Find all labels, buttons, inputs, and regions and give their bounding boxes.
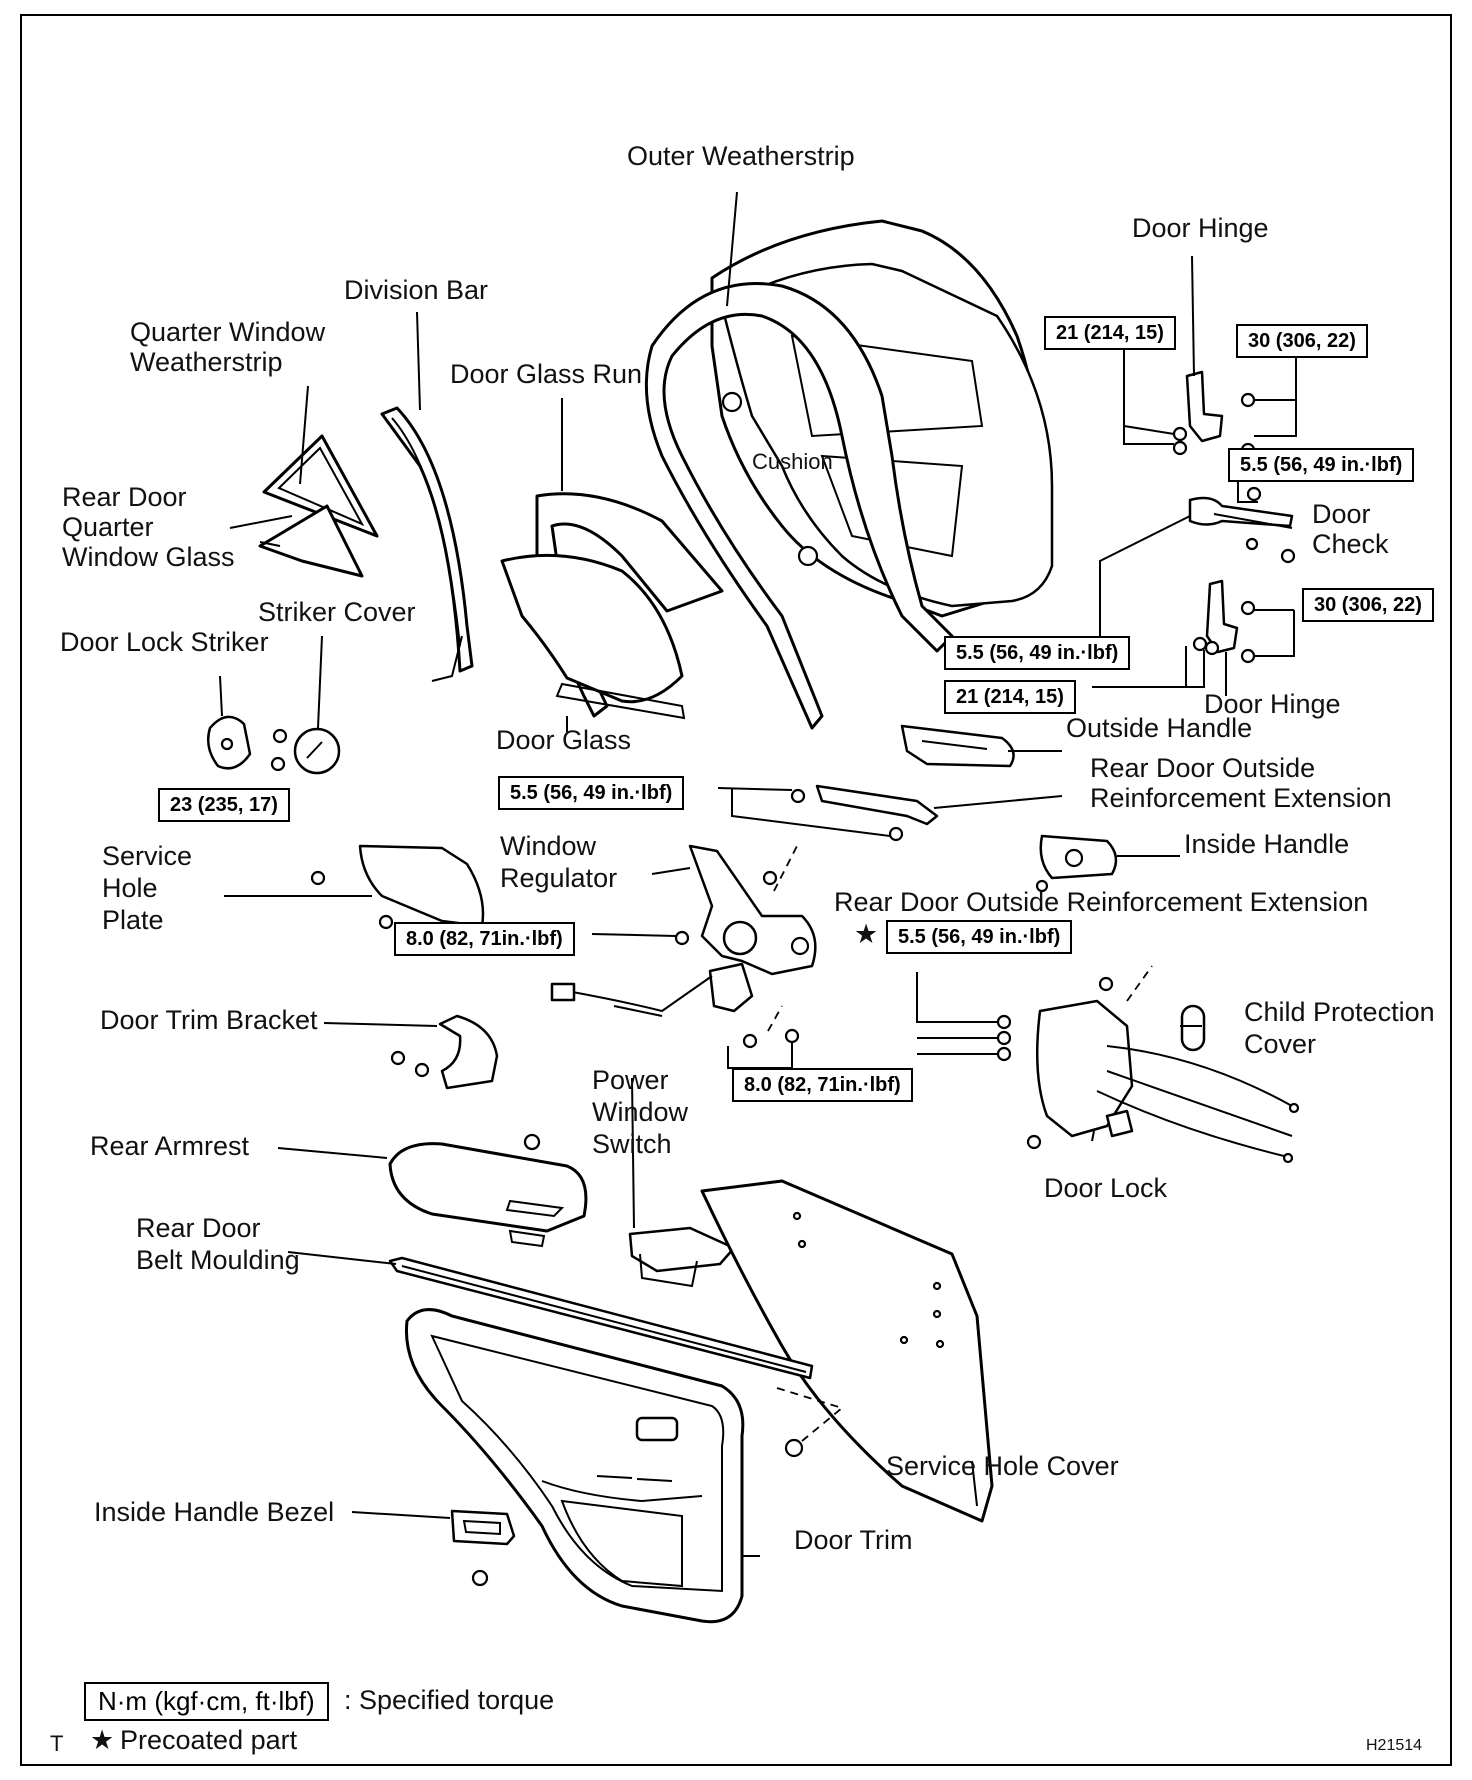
torque-box-striker: 23 (235, 17): [158, 788, 290, 822]
torque-box-hinge-top-right: 30 (306, 22): [1236, 324, 1368, 358]
label-door-trim-bracket: Door Trim Bracket: [100, 1005, 318, 1035]
label-window-regulator-2: Regulator: [500, 863, 618, 893]
label-power-window-switch-2: Window: [592, 1097, 689, 1127]
label-reinforcement-ext-1: Rear Door Outside: [1090, 753, 1316, 783]
weatherstrip-loop: [644, 282, 954, 730]
label-striker-cover: Striker Cover: [258, 597, 416, 627]
label-reinforcement-ext-2: Reinforcement Extension: [1090, 783, 1392, 813]
torque-box-hinge-bottom-left: 21 (214, 15): [944, 680, 1076, 714]
legend-precoated: Precoated part: [120, 1725, 298, 1755]
label-division-bar: Division Bar: [344, 275, 489, 305]
torque-box-hinge-bottom-right: 30 (306, 22): [1302, 588, 1434, 622]
label-reinforcement-ext-full: Rear Door Outside Reinforcement Extensio…: [834, 887, 1369, 917]
label-door-lock: Door Lock: [1044, 1173, 1168, 1203]
label-child-protection-cover-1: Child Protection: [1244, 997, 1435, 1027]
label-belt-moulding-2: Belt Moulding: [136, 1245, 300, 1275]
cushion-upper: [721, 391, 743, 413]
legend-torque-unit-box: N·m (kgf·cm, ft·lbf): [84, 1682, 329, 1721]
label-outside-handle: Outside Handle: [1066, 713, 1253, 743]
torque-box-hinge-top-left: 21 (214, 15): [1044, 316, 1176, 350]
label-inside-handle: Inside Handle: [1184, 829, 1350, 859]
label-door-hinge-bottom: Door Hinge: [1204, 689, 1341, 719]
label-rear-armrest: Rear Armrest: [90, 1131, 250, 1161]
label-door-lock-striker: Door Lock Striker: [60, 627, 269, 657]
torque-box-door-check-upper: 5.5 (56, 49 in.·lbf): [1228, 448, 1415, 482]
precoated-star-icon: ★: [854, 919, 879, 949]
door-check: [1188, 496, 1294, 528]
door-trim: [404, 1308, 745, 1624]
torque-box-regulator-lower: 8.0 (82, 71in.·lbf): [732, 1068, 913, 1102]
striker-cover: [293, 727, 341, 775]
torque-box-regulator-upper: 8.0 (82, 71in.·lbf): [394, 922, 575, 956]
legend-star-icon: ★: [90, 1725, 115, 1755]
door-lock-connector: [1105, 1109, 1134, 1138]
label-service-hole-cover: Service Hole Cover: [886, 1451, 1119, 1481]
torque-box-reinforcement-ext: 5.5 (56, 49 in.·lbf): [498, 776, 685, 810]
quarter-window-glass: [258, 504, 364, 578]
label-cushion: Cushion: [752, 449, 833, 474]
label-outer-weatherstrip: Outer Weatherstrip: [627, 141, 855, 171]
figure-id: H21514: [1366, 1737, 1423, 1754]
door-lock: [1035, 999, 1134, 1138]
window-regulator: [688, 844, 817, 976]
legend-t-mark: T: [50, 1731, 64, 1756]
service-hole-plate: [358, 844, 485, 928]
reinforcement-extension: [815, 784, 939, 826]
label-quarter-window-glass-2: Quarter: [62, 512, 154, 542]
label-quarter-window-glass-1: Rear Door: [62, 482, 187, 512]
regulator-motor: [708, 962, 754, 1013]
label-service-hole-plate-2: Hole: [102, 873, 158, 903]
label-door-hinge-top: Door Hinge: [1132, 213, 1269, 243]
label-door-check-1: Door: [1312, 499, 1371, 529]
label-window-regulator-1: Window: [500, 831, 597, 861]
label-child-protection-cover-2: Cover: [1244, 1029, 1317, 1059]
door-hinge-top: [1185, 370, 1224, 443]
inside-handle-bezel: [450, 1509, 516, 1546]
door-glass: [500, 553, 684, 704]
diagram-frame: Outer Weatherstrip Door Hinge Division B…: [20, 14, 1452, 1766]
rear-armrest: [388, 1142, 588, 1233]
child-protection-cover: [1180, 1004, 1206, 1052]
label-service-hole-plate-3: Plate: [102, 905, 164, 935]
label-power-window-switch-1: Power: [592, 1065, 669, 1095]
label-belt-moulding-1: Rear Door: [136, 1213, 261, 1243]
torque-box-door-lock-precoated: 5.5 (56, 49 in.·lbf): [886, 920, 1073, 954]
exploded-door-diagram: [207, 191, 1300, 1624]
power-window-switch: [628, 1226, 736, 1273]
label-door-glass-run: Door Glass Run: [450, 359, 643, 389]
label-quarter-window-glass-3: Window Glass: [62, 542, 235, 572]
door-hinge-bottom: [1205, 579, 1239, 654]
label-door-trim: Door Trim: [794, 1525, 913, 1555]
label-inside-handle-bezel: Inside Handle Bezel: [94, 1497, 335, 1527]
cushion-lower: [797, 545, 819, 567]
door-trim-bracket: [438, 1014, 499, 1090]
label-quarter-window-weatherstrip-2: Weatherstrip: [130, 347, 283, 377]
label-door-check-2: Check: [1312, 529, 1389, 559]
label-quarter-window-weatherstrip-1: Quarter Window: [130, 317, 326, 347]
torque-box-door-check-lower: 5.5 (56, 49 in.·lbf): [944, 636, 1131, 670]
label-power-window-switch-3: Switch: [592, 1129, 672, 1159]
label-door-glass: Door Glass: [496, 725, 632, 755]
label-service-hole-plate-1: Service: [102, 841, 193, 871]
legend-torque-desc: : Specified torque: [344, 1685, 555, 1715]
